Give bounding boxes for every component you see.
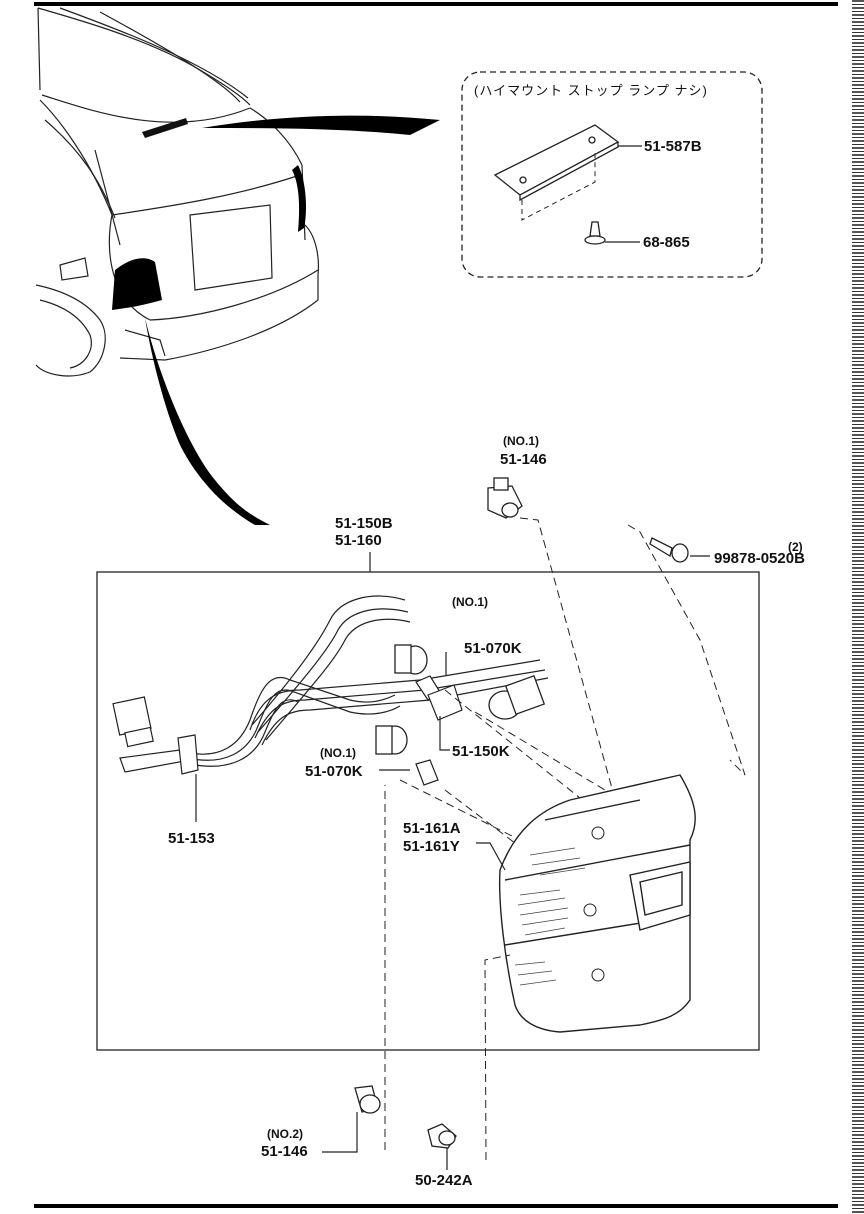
label-51-070K-lower: 51-070K — [305, 763, 363, 780]
bulb-51-070K-lower — [415, 759, 439, 786]
car-rear-illustration — [35, 7, 320, 377]
cover-plate-51-587B — [493, 124, 620, 202]
bulb-socket-lower — [375, 725, 408, 755]
label-99878-0520B: 99878-0520B — [714, 550, 805, 567]
label-51-146-top: 51-146 — [500, 451, 547, 468]
clip-50-242A — [427, 1123, 457, 1149]
label-50-242A: 50-242A — [415, 1172, 473, 1189]
label-51-160: 51-160 — [335, 532, 382, 549]
label-51-070K-upper: 51-070K — [464, 640, 522, 657]
label-no2: (NO.2) — [267, 1127, 303, 1141]
bulb-socket-middle — [488, 674, 546, 720]
label-no1-top: (NO.1) — [503, 434, 539, 448]
harness-connector — [112, 696, 199, 775]
label-68-865: 68-865 — [643, 234, 690, 251]
bulb-socket-upper — [394, 644, 428, 675]
leader-51-150K — [439, 716, 450, 751]
inset-note: (ハイマウント ストップ ランプ ナシ) — [474, 83, 708, 98]
label-51-587B: 51-587B — [644, 138, 702, 155]
leader-51-161 — [476, 842, 506, 871]
label-51-161A: 51-161A — [403, 820, 461, 837]
leader-51-146-bottom — [322, 1112, 358, 1153]
guide-50-242A — [484, 954, 511, 1161]
inset-dashed-box — [461, 71, 763, 278]
label-no1-a: (NO.1) — [452, 595, 488, 609]
pointer-wedge-upper — [202, 115, 440, 135]
socket-51-146-no2 — [354, 1085, 381, 1114]
label-51-153: 51-153 — [168, 830, 215, 847]
high-mount-lamp-mark — [142, 118, 188, 138]
main-frame-box — [96, 571, 760, 1051]
clip-68-865 — [584, 221, 606, 245]
car-left-tail-lamp — [112, 258, 162, 310]
lamp-lens-shading — [514, 847, 586, 986]
rear-combination-lamp-51-161 — [498, 774, 696, 1033]
wire-harness-51-153 — [119, 595, 549, 773]
car-right-tail-lamp — [292, 165, 306, 232]
label-51-150K: 51-150K — [452, 743, 510, 760]
label-51-150B: 51-150B — [335, 515, 393, 532]
cover-plate-guide — [521, 150, 596, 221]
label-qty-2: (2) — [788, 540, 803, 554]
scan-edge-strip — [852, 0, 864, 1214]
guide-socket-no1 — [519, 517, 641, 891]
lamp-screw-holes — [583, 826, 605, 982]
label-51-146-bottom: 51-146 — [261, 1143, 308, 1160]
bulb-51-150K — [427, 684, 463, 721]
label-no1-b: (NO.1) — [320, 746, 356, 760]
pointer-wedge-lower — [145, 318, 270, 525]
socket-51-146-no1 — [487, 477, 523, 519]
guide-screw — [627, 524, 746, 776]
guide-bulb-lower-2 — [399, 779, 581, 871]
screw-99878-0520B — [649, 537, 689, 563]
label-51-161Y: 51-161Y — [403, 838, 460, 855]
